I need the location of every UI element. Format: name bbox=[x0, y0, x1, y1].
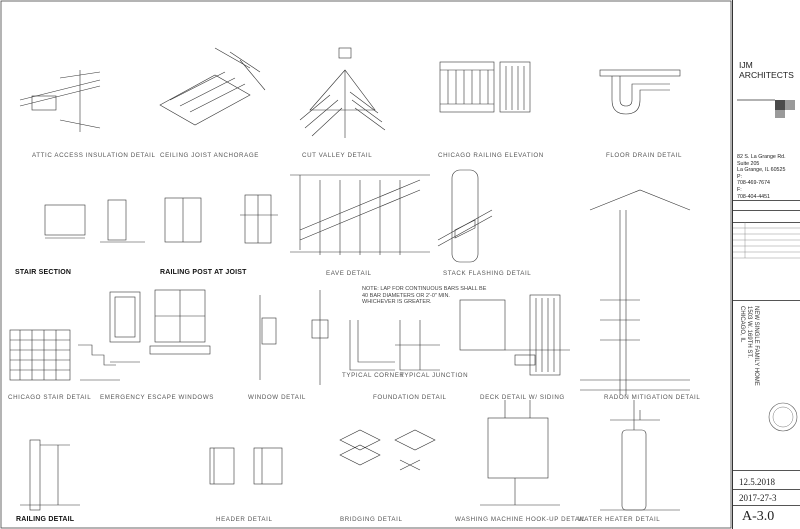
header-title: HEADER DETAIL bbox=[216, 516, 273, 523]
project-line-2: 1503 W. 169TH ST. bbox=[746, 306, 752, 359]
foundation-note-line-1: NOTE: LAP FOR CONTINUOUS BARS SHALL BE bbox=[362, 286, 487, 292]
architect-seal bbox=[768, 402, 798, 432]
foundation-note-line-2: 40 BAR DIAMETERS OR 2'-0" MIN. bbox=[362, 292, 450, 299]
header-drawing bbox=[209, 447, 283, 485]
floor-drain-title: FLOOR DRAIN DETAIL bbox=[606, 152, 683, 159]
eave-title: EAVE DETAIL bbox=[326, 270, 372, 277]
railing-elevation-drawing bbox=[439, 61, 531, 113]
fax-label: F: bbox=[737, 186, 742, 193]
railing-detail-title: RAILING DETAIL bbox=[16, 516, 75, 523]
stack-title: STACK FLASHING DETAIL bbox=[443, 270, 532, 277]
deck-drawing bbox=[459, 294, 570, 376]
attic-detail-drawing bbox=[19, 70, 101, 132]
egress-drawing bbox=[109, 289, 211, 363]
water-heater-drawing bbox=[600, 400, 680, 511]
phone-label: P: bbox=[737, 173, 743, 180]
attic-title: ATTIC ACCESS INSULATION DETAIL bbox=[32, 152, 156, 159]
foundation-drawing bbox=[349, 320, 440, 371]
ceiling-title: CEILING JOIST ANCHORAGE bbox=[160, 152, 259, 159]
valley-title: CUT VALLEY DETAIL bbox=[302, 152, 373, 159]
divider bbox=[733, 505, 800, 506]
project-title: NEW SINGLE FAMILY HOME 1503 W. 169TH ST.… bbox=[738, 306, 759, 386]
project-number: 2017-27-3 bbox=[739, 493, 777, 503]
detail-linework bbox=[0, 0, 732, 529]
sheet-number: A-3.0 bbox=[742, 509, 775, 524]
ceiling-joist-drawing bbox=[159, 47, 266, 126]
small-section-1 bbox=[44, 204, 86, 239]
radon-drawing bbox=[580, 189, 691, 395]
typical-junction-title: TYPICAL JUNCTION bbox=[400, 372, 469, 379]
eave-drawing bbox=[290, 174, 430, 255]
phone-number: 708-469-7674 bbox=[737, 180, 770, 187]
drawing-area: ATTIC ACCESS INSULATION DETAIL CEILING J… bbox=[0, 0, 732, 529]
water-heater-title: WATER HEATER DETAIL bbox=[578, 516, 661, 523]
fax-number: 708-404-4451 bbox=[737, 193, 770, 200]
divider bbox=[733, 470, 800, 471]
firm-logo bbox=[737, 99, 795, 118]
firm-name-line-1: IJM bbox=[739, 60, 753, 70]
bridging-drawing bbox=[339, 429, 436, 471]
revision-table bbox=[733, 222, 800, 259]
bridging-title: BRIDGING DETAIL bbox=[340, 516, 403, 523]
title-block: IJM ARCHITECTS 82 S. La Grange Rd. Suite… bbox=[732, 0, 800, 529]
egress-title: EMERGENCY ESCAPE WINDOWS bbox=[100, 394, 214, 401]
stack-flashing-drawing bbox=[437, 169, 493, 263]
divider bbox=[733, 489, 800, 490]
washer-title: WASHING MACHINE HOOK-UP DETAIL bbox=[455, 516, 586, 523]
railing-post-drawing bbox=[164, 194, 278, 244]
cut-valley-drawing bbox=[299, 47, 386, 138]
chicago-stair-title: CHICAGO STAIR DETAIL bbox=[8, 394, 92, 401]
washer-drawing bbox=[480, 400, 560, 506]
radon-title: RADON MITIGATION DETAIL bbox=[604, 394, 701, 401]
firm-name-line-2: ARCHITECTS bbox=[739, 70, 794, 80]
small-section-2 bbox=[100, 199, 145, 243]
foundation-note: NOTE: LAP FOR CONTINUOUS BARS SHALL BE 4… bbox=[362, 286, 486, 306]
typical-corner-title: TYPICAL CORNER bbox=[342, 372, 405, 379]
firm-address: 82 S. La Grange Rd. Suite 205 La Grange,… bbox=[737, 154, 786, 200]
divider bbox=[733, 210, 800, 211]
address-line-1: 82 S. La Grange Rd. bbox=[737, 154, 786, 160]
railing-elev-title: CHICAGO RAILING ELEVATION bbox=[438, 152, 544, 159]
divider bbox=[733, 200, 800, 201]
chicago-stair-drawing bbox=[9, 329, 120, 381]
project-line-3: CHICAGO, IL bbox=[739, 306, 745, 343]
firm-name: IJM ARCHITECTS bbox=[739, 60, 794, 80]
foundation-title: FOUNDATION DETAIL bbox=[373, 394, 447, 401]
railing-detail-drawing bbox=[20, 439, 80, 511]
address-line-2: Suite 205 bbox=[737, 160, 760, 167]
divider bbox=[733, 222, 800, 223]
deck-title: DECK DETAIL W/ SIDING bbox=[480, 394, 565, 401]
window-drawing bbox=[259, 290, 329, 385]
stair-section-title: STAIR SECTION bbox=[15, 269, 72, 276]
foundation-note-line-3: WHICHEVER IS GREATER. bbox=[362, 299, 432, 305]
project-line-1: NEW SINGLE FAMILY HOME bbox=[753, 306, 759, 386]
divider bbox=[733, 300, 800, 301]
address-line-3: La Grange, IL 60525 bbox=[737, 167, 786, 174]
floor-drain-drawing bbox=[599, 69, 681, 115]
issue-date: 12.5.2018 bbox=[739, 477, 775, 487]
railing-post-title: RAILING POST AT JOIST bbox=[160, 269, 247, 276]
window-title: WINDOW DETAIL bbox=[248, 394, 306, 401]
